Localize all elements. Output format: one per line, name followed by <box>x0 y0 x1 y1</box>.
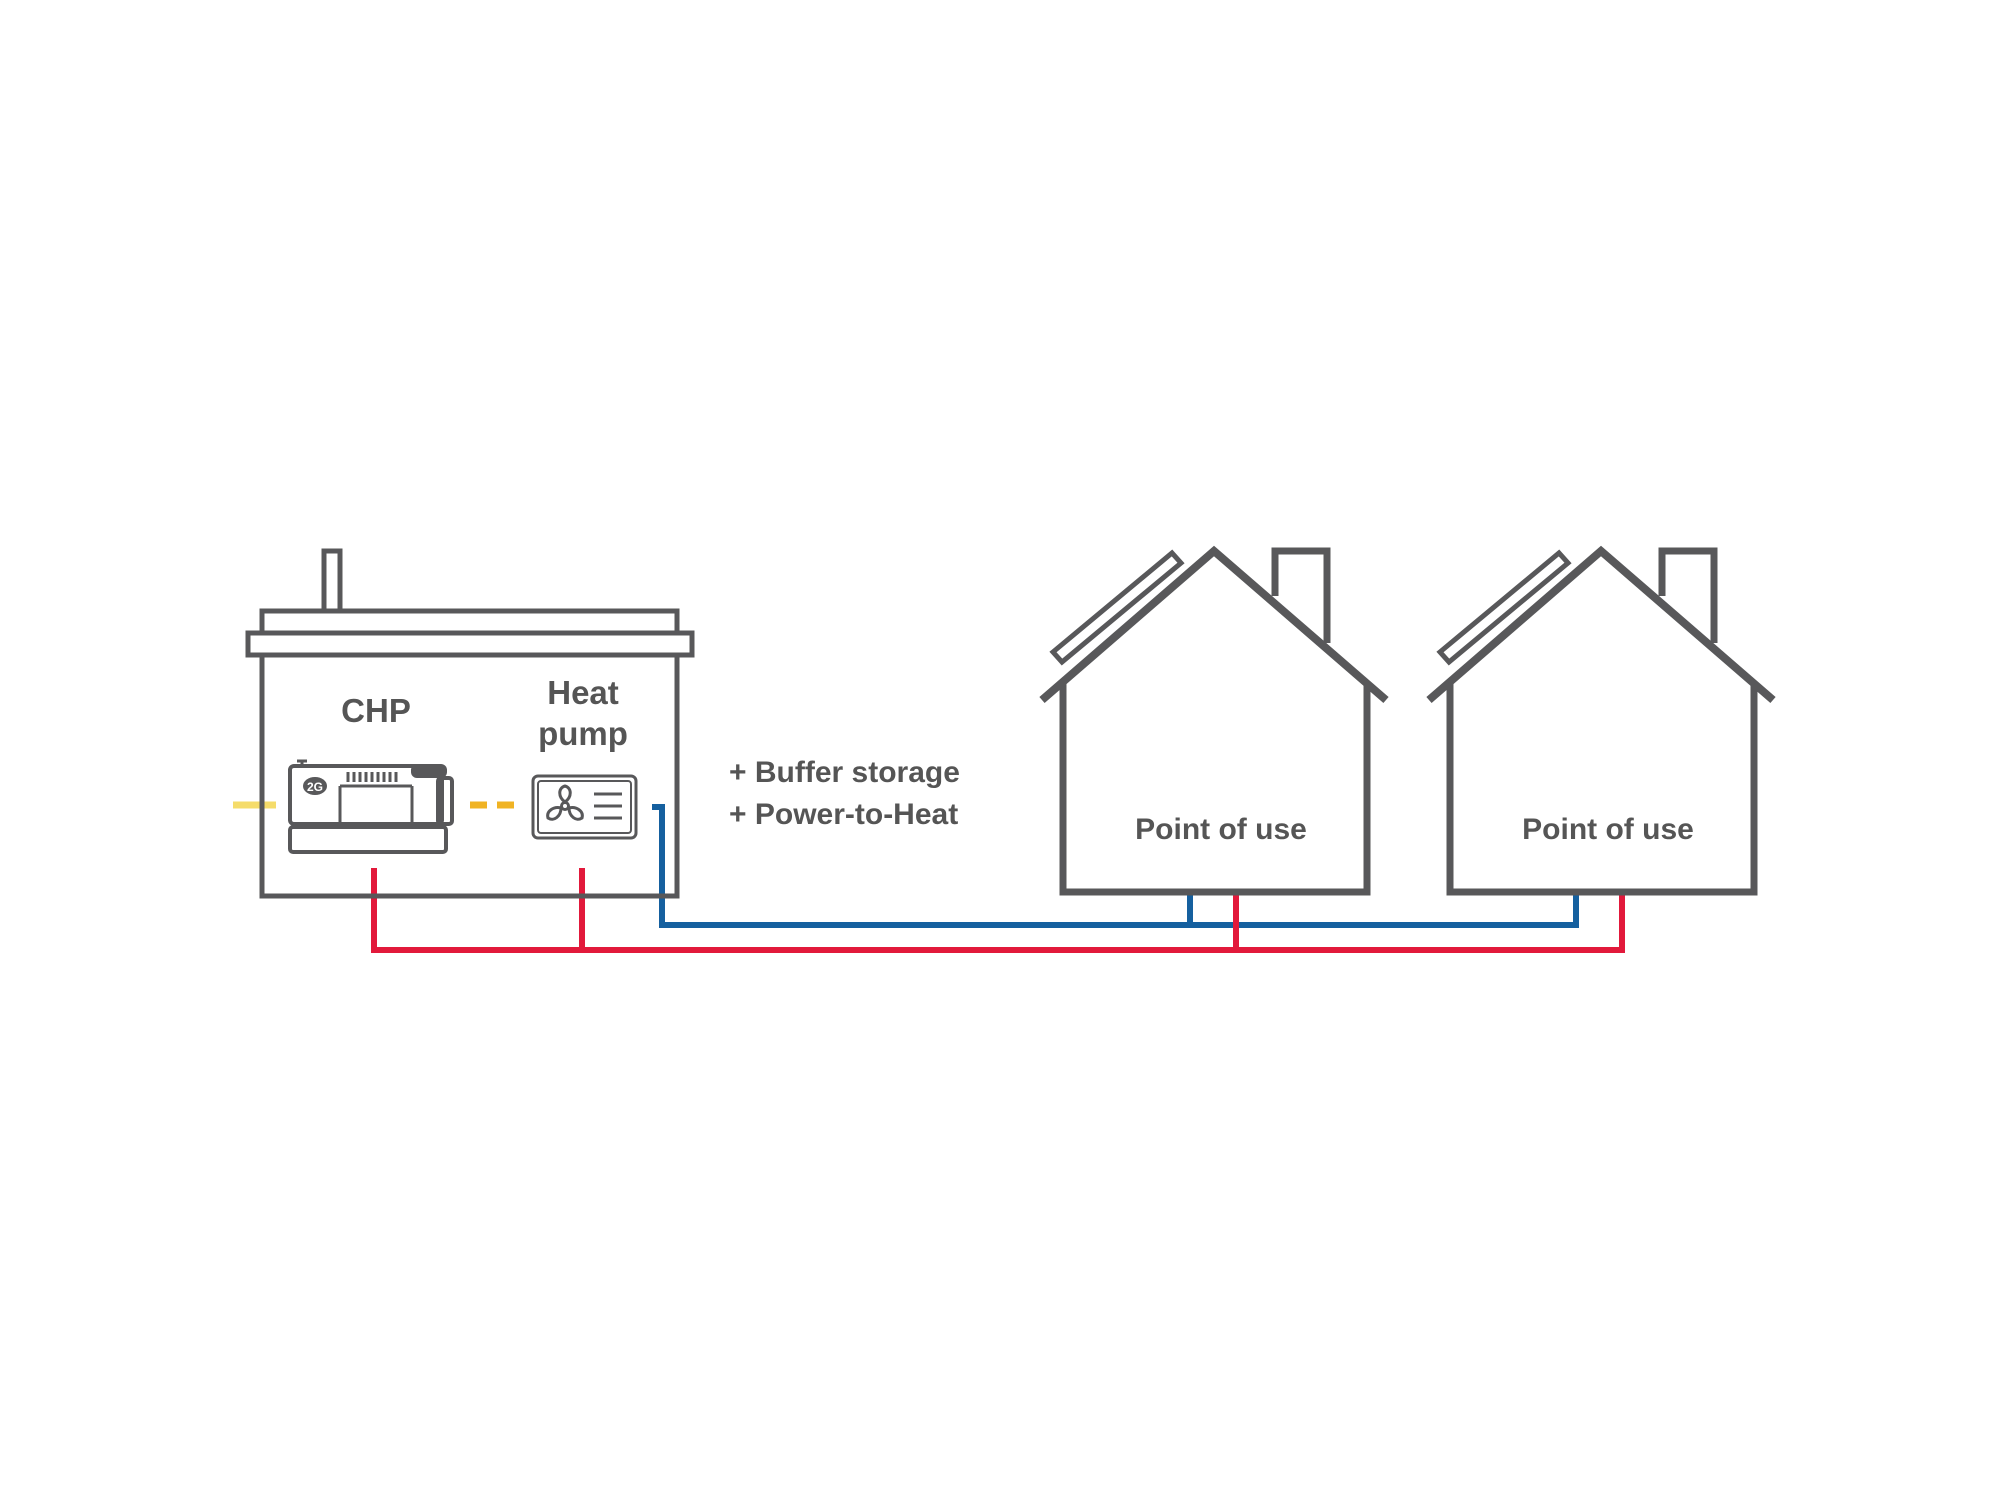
fan-icon <box>546 784 584 821</box>
chp-label: CHP <box>341 692 411 729</box>
house-1-roof <box>1039 545 1389 704</box>
supply-pipe-network <box>371 868 1625 953</box>
heat-pump-casing <box>531 774 638 840</box>
option-power-to-heat: + Power-to-Heat <box>729 798 958 831</box>
house-1-walls <box>1059 684 1371 896</box>
chp-exhaust-cap <box>411 764 447 778</box>
heat-pump-inner <box>537 780 632 834</box>
heat-pump-vent-lines <box>594 792 622 820</box>
plant-roof-upper <box>259 608 680 636</box>
chp-base <box>288 825 448 854</box>
heat-pump-icon <box>531 774 638 840</box>
chp-engine-icon: 2G <box>288 759 454 854</box>
plant-walls <box>259 655 680 899</box>
chp-cylinder-fins <box>346 772 398 782</box>
energy-plant-building <box>245 548 695 899</box>
house-2-solar-panel <box>1436 549 1572 666</box>
chp-logo-text: 2G <box>307 780 323 794</box>
plant-chimney <box>321 548 343 614</box>
house-1: Point of use <box>1039 545 1389 896</box>
house-2-chimney <box>1658 547 1718 643</box>
house-2-roof <box>1426 545 1776 704</box>
heat-pump-label-line2: pump <box>538 715 628 752</box>
plant-roof-lower <box>245 630 695 658</box>
house-2: Point of use <box>1426 545 1776 896</box>
heat-pump-label-line1: Heat <box>547 674 619 711</box>
return-pipe-network <box>652 804 1579 928</box>
return-pipe-main <box>652 804 1579 928</box>
supply-pipe-main <box>371 868 1625 953</box>
house-2-walls <box>1446 684 1758 896</box>
chp-logo-badge <box>303 777 327 795</box>
option-buffer-storage: + Buffer storage <box>729 756 960 789</box>
house-2-label: Point of use <box>1522 813 1694 846</box>
house-1-chimney <box>1271 547 1331 643</box>
house-1-label: Point of use <box>1135 813 1307 846</box>
chp-radiator <box>436 776 454 826</box>
chp-body <box>288 764 444 826</box>
house-1-solar-panel <box>1049 549 1185 666</box>
